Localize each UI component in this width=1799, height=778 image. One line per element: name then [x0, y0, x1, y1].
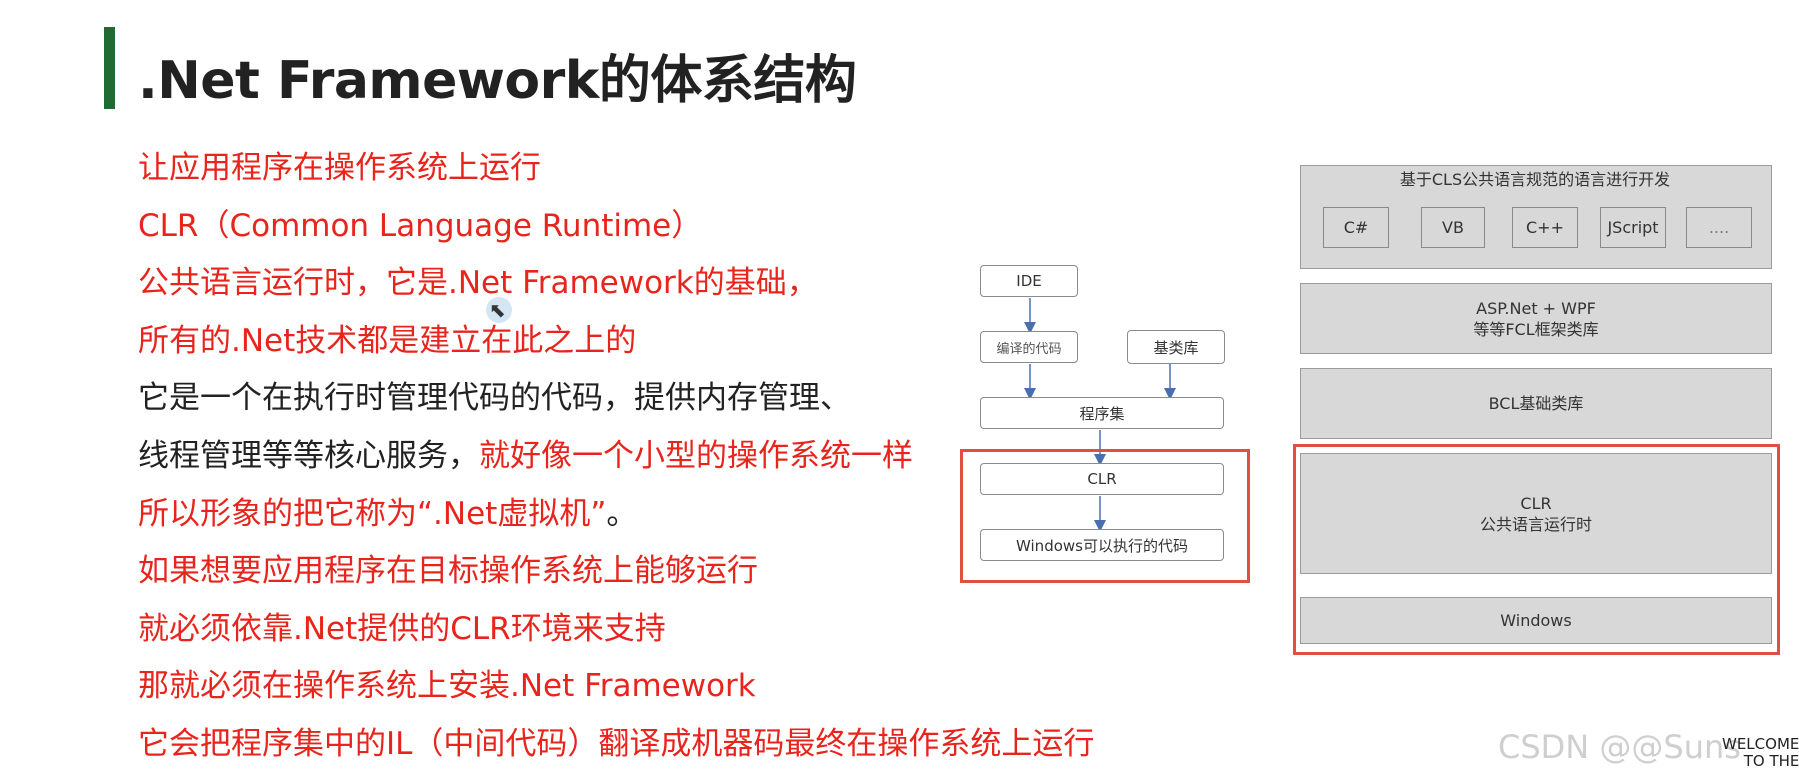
slide-text-line: 那就必须在操作系统上安装.Net Framework: [138, 664, 1138, 722]
slide-text-segment: 所有的.Net技术都是建立在此之上的: [138, 322, 637, 359]
arch-clr-line1: CLR: [1520, 493, 1552, 513]
arch-clr-highlight-frame: [1293, 444, 1780, 655]
flow-ide-box: IDE: [980, 265, 1078, 297]
flow-compiled-code-box: 编译的代码: [980, 331, 1078, 363]
slide-text-line: 它会把程序集中的IL（中间代码）翻译成机器码最终在操作系统上运行: [138, 722, 1138, 778]
cursor-highlight: [486, 297, 512, 323]
mouse-cursor-icon: ⬉: [489, 298, 506, 322]
arch-windows-panel: Windows: [1300, 597, 1772, 644]
slide-text-segment: 就好像一个小型的操作系统一样: [479, 437, 913, 474]
flow-base-library-box: 基类库: [1127, 330, 1225, 364]
slide-text-line: 所有的.Net技术都是建立在此之上的: [138, 319, 1138, 377]
slide-text-segment: 如果想要应用程序在目标操作系统上能够运行: [138, 553, 758, 590]
title-accent-bar: [104, 27, 115, 109]
arch-windows-label: Windows: [1500, 611, 1572, 630]
arch-clr-line2: 公共语言运行时: [1479, 514, 1592, 534]
slide-text-segment: 它会把程序集中的IL（中间代码）翻译成机器码最终在操作系统上运行: [138, 725, 1095, 762]
arch-cls-label: 基于CLS公共语言规范的语言进行开发: [1399, 170, 1671, 189]
slide-text-segment: 让应用程序在操作系统上运行: [138, 150, 541, 186]
slide-text-segment: 。: [606, 495, 638, 532]
arch-clr-panel: CLR 公共语言运行时: [1300, 453, 1772, 574]
slide-title: .Net Framework的体系结构: [138, 51, 857, 111]
arch-bcl-panel: BCL基础类库: [1300, 368, 1772, 439]
slide-text-segment: 线程管理等等核心服务，: [138, 437, 479, 474]
slide-text-segment: 就必须依靠.Net提供的CLR环境来支持: [138, 610, 666, 647]
slide-text-line: 就必须依靠.Net提供的CLR环境来支持: [138, 607, 1138, 665]
arch-language-cpp: C++: [1512, 207, 1578, 248]
corner-welcome-line1: WELCOME: [1722, 735, 1799, 753]
slide-text-line: CLR（Common Language Runtime）: [138, 204, 1138, 262]
slide-text-segment: 所以形象的把它称为“.Net虚拟机”: [138, 495, 607, 532]
slide-text-segment: CLR（Common Language Runtime）: [138, 207, 703, 244]
slide-text-line: 公共语言运行时，它是.Net Framework的基础，: [138, 261, 1138, 319]
slide-text-segment: 公共语言运行时，它是.Net Framework的基础，: [138, 265, 818, 302]
flow-clr-highlight-frame: [960, 449, 1250, 583]
csdn-watermark: CSDN @@Suns: [1498, 728, 1741, 766]
slide-text-segment: 那就必须在操作系统上安装.Net Framework: [138, 668, 756, 705]
slide-text-line: 它是一个在执行时管理代码的代码，提供内存管理、: [138, 376, 1138, 434]
slide-text-line: 所以形象的把它称为“.Net虚拟机”。: [138, 492, 1138, 550]
arch-language-csharp: C#: [1323, 207, 1389, 248]
flow-windows-code-box: Windows可以执行的代码: [980, 529, 1224, 561]
arch-fcl-line1: ASP.Net + WPF: [1476, 298, 1596, 318]
slide-text-segment: 它是一个在执行时管理代码的代码，提供内存管理、: [138, 380, 851, 417]
corner-welcome-text: WELCOME TO THE: [1722, 736, 1799, 770]
arch-language-vb: VB: [1421, 207, 1485, 248]
slide-text-line: 线程管理等等核心服务，就好像一个小型的操作系统一样: [138, 434, 1138, 492]
arch-fcl-line2: 等等FCL框架类库: [1473, 319, 1599, 339]
flow-assembly-box: 程序集: [980, 397, 1224, 429]
corner-welcome-line2: TO THE: [1743, 752, 1799, 770]
slide-text-line: 如果想要应用程序在目标操作系统上能够运行: [138, 549, 1138, 607]
arch-bcl-label: BCL基础类库: [1488, 394, 1584, 413]
arch-fcl-panel: ASP.Net + WPF 等等FCL框架类库: [1300, 283, 1772, 354]
flow-clr-box: CLR: [980, 463, 1224, 495]
arch-language-jscript: JScript: [1600, 207, 1666, 248]
slide-body-text: 让应用程序在操作系统上运行 CLR（Common Language Runtime…: [138, 146, 1138, 778]
slide-text-line: 让应用程序在操作系统上运行: [138, 146, 1138, 204]
arch-language-more: ....: [1686, 207, 1752, 248]
